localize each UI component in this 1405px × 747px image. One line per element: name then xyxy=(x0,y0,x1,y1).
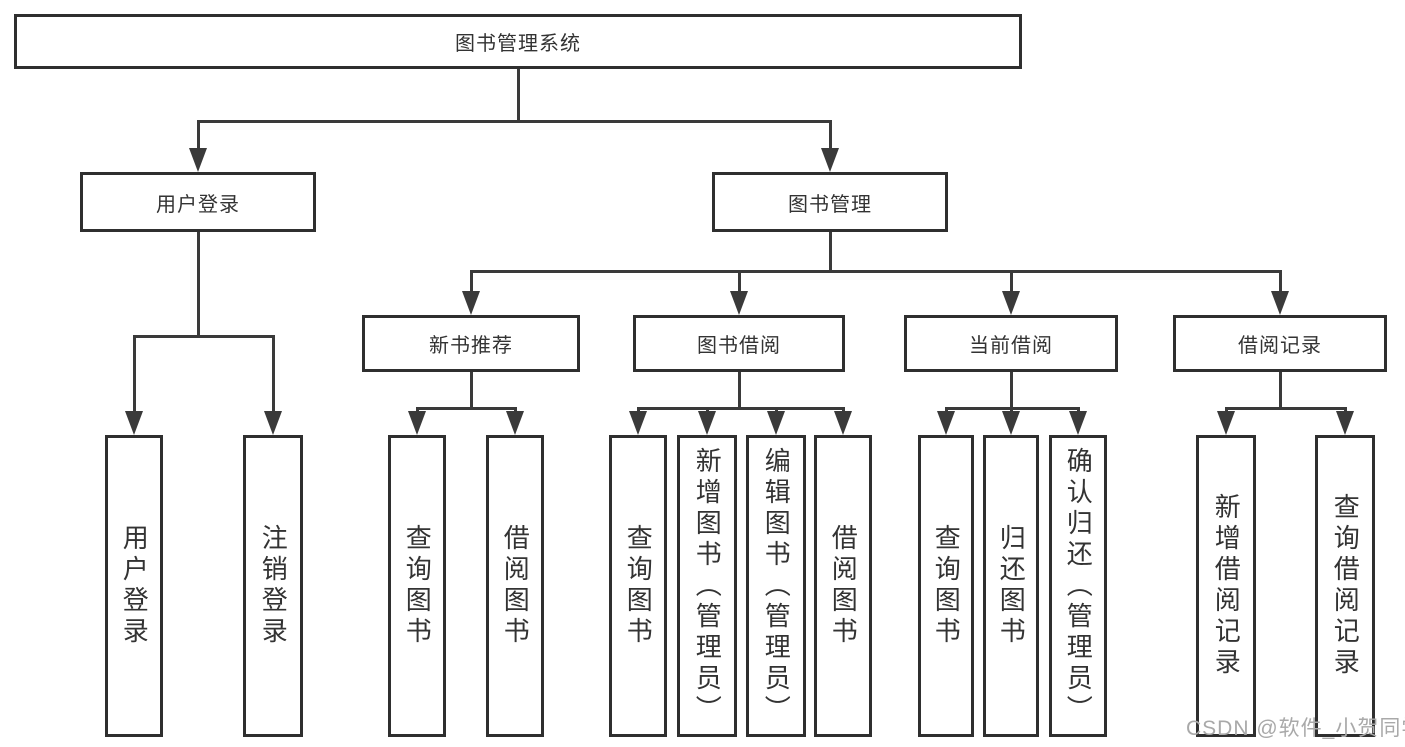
arrow-down-icon xyxy=(462,291,480,315)
node-label-current-borrow: 当前借阅 xyxy=(969,335,1053,357)
connector-line xyxy=(415,407,419,413)
connector-line xyxy=(774,407,778,413)
arrow-down-icon xyxy=(1002,291,1020,315)
node-leaf-login: 用户登录 xyxy=(105,435,163,737)
node-label-leaf-bb-add: 新增图书（管理员） xyxy=(692,446,723,726)
connector-line xyxy=(1009,270,1013,293)
arrow-down-icon xyxy=(730,291,748,315)
node-label-leaf-bb-borrow: 借阅图书 xyxy=(828,524,859,648)
node-book-borrow: 图书借阅 xyxy=(633,315,845,372)
connector-line xyxy=(1278,270,1282,293)
connector-line xyxy=(196,120,832,123)
node-label-leaf-login: 用户登录 xyxy=(119,524,150,648)
node-user-login: 用户登录 xyxy=(80,172,316,232)
arrow-down-icon xyxy=(629,411,647,435)
connector-line xyxy=(944,407,948,413)
arrow-down-icon xyxy=(506,411,524,435)
arrow-down-icon xyxy=(1217,411,1235,435)
node-label-leaf-logout: 注销登录 xyxy=(258,524,289,648)
arrow-down-icon xyxy=(1002,411,1020,435)
connector-line xyxy=(513,407,517,413)
node-leaf-br-add: 新增借阅记录 xyxy=(1196,435,1256,737)
node-label-leaf-cb-query: 查询图书 xyxy=(931,524,962,648)
node-leaf-nb-query: 查询图书 xyxy=(388,435,446,737)
connector-line xyxy=(132,335,136,413)
node-leaf-bb-add: 新增图书（管理员） xyxy=(677,435,737,737)
connector-line xyxy=(636,407,640,413)
node-label-borrow-records: 借阅记录 xyxy=(1238,335,1322,357)
node-leaf-bb-borrow: 借阅图书 xyxy=(814,435,872,737)
arrow-down-icon xyxy=(937,411,955,435)
node-root: 图书管理系统 xyxy=(14,14,1022,69)
node-leaf-logout: 注销登录 xyxy=(243,435,303,737)
node-label-user-login: 用户登录 xyxy=(156,193,240,216)
connector-line xyxy=(196,232,200,338)
arrow-down-icon xyxy=(767,411,785,435)
connector-line xyxy=(1224,407,1347,410)
node-label-new-book-rec: 新书推荐 xyxy=(429,335,513,357)
connector-line xyxy=(1076,407,1080,413)
node-book-mgmt: 图书管理 xyxy=(712,172,948,232)
arrow-down-icon xyxy=(698,411,716,435)
connector-line xyxy=(1278,372,1282,410)
node-label-leaf-nb-borrow: 借阅图书 xyxy=(500,524,531,648)
connector-line xyxy=(1343,407,1347,413)
connector-line xyxy=(1009,407,1013,413)
node-leaf-br-query: 查询借阅记录 xyxy=(1315,435,1375,737)
node-label-root: 图书管理系统 xyxy=(455,33,581,55)
node-label-leaf-br-query: 查询借阅记录 xyxy=(1330,493,1361,679)
arrow-down-icon xyxy=(125,411,143,435)
connector-line xyxy=(271,335,275,413)
node-label-leaf-nb-query: 查询图书 xyxy=(402,524,433,648)
node-borrow-records: 借阅记录 xyxy=(1173,315,1387,372)
node-label-leaf-br-add: 新增借阅记录 xyxy=(1211,493,1242,679)
connector-line xyxy=(469,270,473,293)
connector-line xyxy=(737,270,741,293)
node-label-leaf-bb-query: 查询图书 xyxy=(623,524,654,648)
connector-line xyxy=(1224,407,1228,413)
connector-line xyxy=(132,335,275,338)
node-leaf-bb-query: 查询图书 xyxy=(609,435,667,737)
arrow-down-icon xyxy=(264,411,282,435)
connector-line xyxy=(1009,372,1013,410)
connector-line xyxy=(828,120,832,150)
node-leaf-cb-confirm: 确认归还（管理员） xyxy=(1049,435,1107,737)
node-leaf-cb-query: 查询图书 xyxy=(918,435,974,737)
arrow-down-icon xyxy=(189,148,207,172)
node-label-leaf-bb-edit: 编辑图书（管理员） xyxy=(761,446,792,726)
connector-line xyxy=(828,232,832,273)
connector-line xyxy=(516,69,520,123)
connector-line xyxy=(636,407,845,410)
arrow-down-icon xyxy=(1271,291,1289,315)
arrow-down-icon xyxy=(1336,411,1354,435)
connector-line xyxy=(737,372,741,410)
arrow-down-icon xyxy=(834,411,852,435)
watermark: CSDN @软件_小贺同学 xyxy=(1186,717,1405,740)
connector-line xyxy=(196,120,200,150)
connector-line xyxy=(705,407,709,413)
node-label-book-mgmt: 图书管理 xyxy=(788,193,872,216)
connector-line xyxy=(469,270,1282,273)
node-new-book-rec: 新书推荐 xyxy=(362,315,580,372)
node-label-leaf-cb-confirm: 确认归还（管理员） xyxy=(1063,446,1094,726)
node-leaf-nb-borrow: 借阅图书 xyxy=(486,435,544,737)
node-label-leaf-cb-return: 归还图书 xyxy=(996,524,1027,648)
node-leaf-bb-edit: 编辑图书（管理员） xyxy=(746,435,806,737)
connector-line xyxy=(841,407,845,413)
connector-line xyxy=(415,407,517,410)
connector-line xyxy=(469,372,473,410)
node-current-borrow: 当前借阅 xyxy=(904,315,1118,372)
node-label-book-borrow: 图书借阅 xyxy=(697,335,781,357)
node-leaf-cb-return: 归还图书 xyxy=(983,435,1039,737)
arrow-down-icon xyxy=(1069,411,1087,435)
arrow-down-icon xyxy=(408,411,426,435)
arrow-down-icon xyxy=(821,148,839,172)
